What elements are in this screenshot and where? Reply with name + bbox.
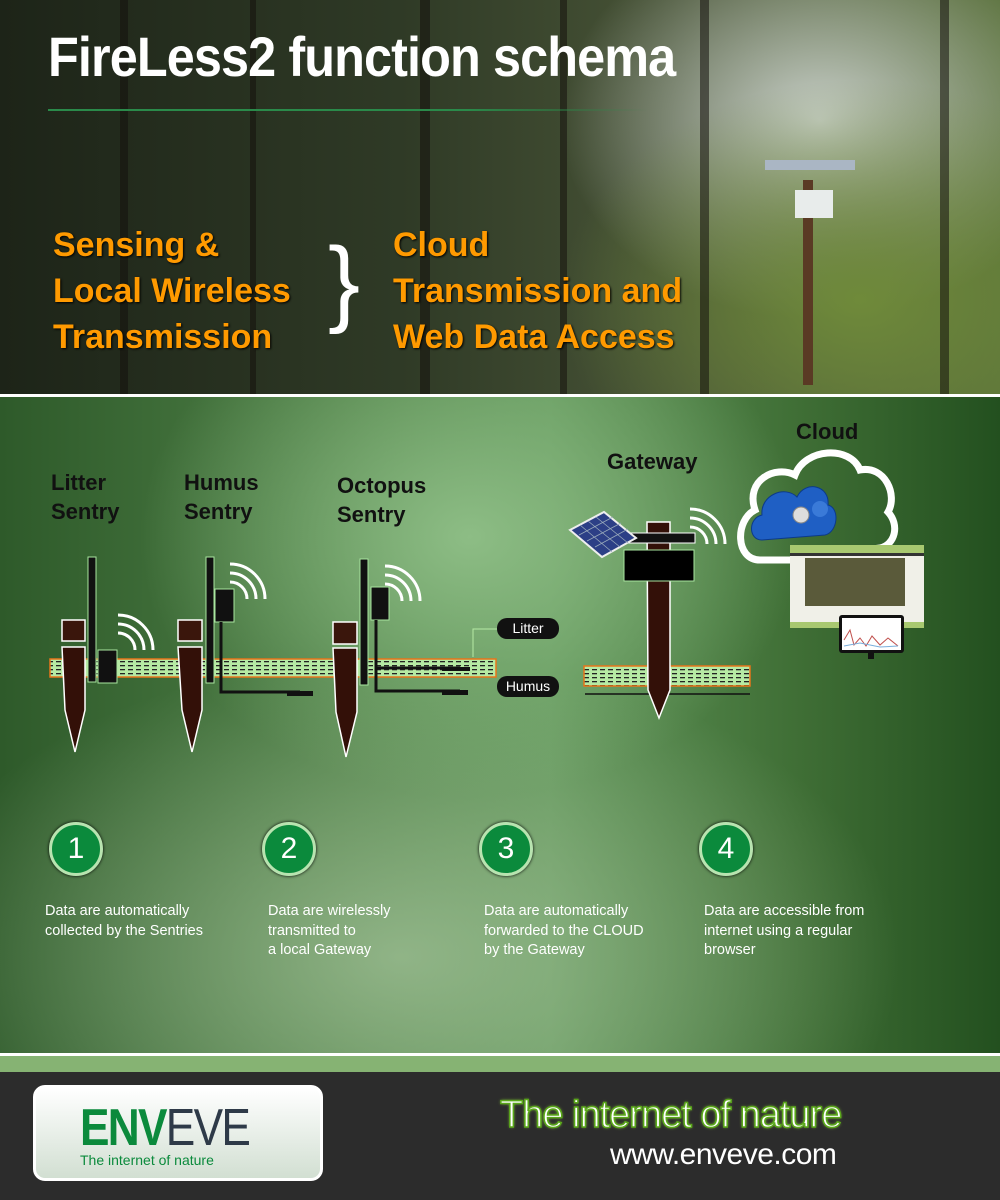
label-line: Sentry xyxy=(184,499,253,524)
brace-symbol: } xyxy=(328,228,361,335)
cloud-outline-icon xyxy=(737,449,899,564)
left-heading-line: Local Wireless xyxy=(53,272,291,310)
page-title: FireLess2 function schema xyxy=(48,25,676,88)
desc-line: internet using a regular xyxy=(704,922,853,939)
website-link[interactable]: www.enveve.com xyxy=(610,1138,837,1171)
desc-line: browser xyxy=(704,942,756,958)
humus-sentry-label: Humus Sentry xyxy=(184,468,259,526)
desc-line: Data are automatically xyxy=(484,903,629,919)
enveve-logo[interactable]: ENVEVE The internet of nature xyxy=(33,1085,323,1181)
right-heading: Cloud Transmission and Web Data Access xyxy=(393,222,682,360)
gateway-photo-pole xyxy=(803,180,813,385)
desc-line: Data are wirelessly xyxy=(268,903,391,919)
desc-line: forwarded to the CLOUD xyxy=(484,922,644,939)
litter-sentry-label: Litter Sentry xyxy=(51,468,119,526)
cloud-label: Cloud xyxy=(796,419,859,444)
label-line: Litter xyxy=(51,470,106,495)
soil-layer-strip xyxy=(49,658,497,678)
litter-tag-connector xyxy=(472,628,497,657)
left-heading-line: Sensing & xyxy=(53,226,220,264)
wireless-signal-icon xyxy=(117,613,155,651)
humus-layer-tag: Humus xyxy=(497,676,559,697)
label-line: Humus xyxy=(184,470,259,495)
desc-line: transmitted to xyxy=(268,922,356,939)
monitor-chart-icon xyxy=(839,615,904,659)
step-4-description: Data are accessible from internet using … xyxy=(704,902,904,961)
step-3-badge: 3 xyxy=(479,822,533,876)
forest-photo-header xyxy=(0,0,1000,395)
logo-env-text: ENV xyxy=(80,1099,167,1157)
label-line: Sentry xyxy=(337,502,406,527)
left-heading: Sensing & Local Wireless Transmission xyxy=(53,222,291,360)
function-diagram-panel xyxy=(0,397,1000,1053)
humus-sentry-device xyxy=(177,556,313,753)
section-divider xyxy=(0,1053,1000,1056)
right-heading-line: Transmission and xyxy=(393,272,683,310)
logo-eve-text: EVE xyxy=(165,1099,251,1157)
right-heading-line: Cloud xyxy=(393,226,490,264)
step-2-description: Data are wirelessly transmitted to a loc… xyxy=(268,902,468,961)
gateway-photo-solar-panel xyxy=(765,160,855,170)
wireless-signal-icon xyxy=(229,562,267,600)
title-divider xyxy=(48,109,648,111)
desc-line: collected by the Sentries xyxy=(45,922,203,939)
left-heading-line: Transmission xyxy=(53,318,273,356)
step-2-badge: 2 xyxy=(262,822,316,876)
web-portal-screenshot xyxy=(790,545,924,628)
litter-layer-tag: Litter xyxy=(497,618,559,639)
label-line: Sentry xyxy=(51,499,120,524)
slogan: The internet of nature xyxy=(499,1093,843,1137)
step-1-badge: 1 xyxy=(49,822,103,876)
desc-line: by the Gateway xyxy=(484,942,585,958)
right-heading-line: Web Data Access xyxy=(393,318,675,356)
desc-line: Data are automatically xyxy=(45,903,190,919)
step-4-badge: 4 xyxy=(699,822,753,876)
gateway-label: Gateway xyxy=(607,449,698,474)
label-line: Octopus xyxy=(337,473,427,498)
section-divider xyxy=(0,394,1000,397)
logo-wordmark: ENVEVE xyxy=(80,1098,251,1158)
step-1-description: Data are automatically collected by the … xyxy=(45,902,245,941)
octopus-sentry-label: Octopus Sentry xyxy=(337,471,426,529)
wireless-signal-icon xyxy=(689,507,727,545)
gateway-photo-box xyxy=(795,190,833,218)
logo-tagline: The internet of nature xyxy=(80,1152,214,1168)
octopus-sentry-device xyxy=(332,558,470,758)
desc-line: Data are accessible from xyxy=(704,903,865,919)
litter-sentry-device xyxy=(61,556,118,753)
desc-line: a local Gateway xyxy=(268,942,372,958)
gateway-device xyxy=(583,521,751,721)
step-3-description: Data are automatically forwarded to the … xyxy=(484,902,684,961)
wireless-signal-icon xyxy=(384,564,422,602)
solar-panel-icon xyxy=(568,510,638,559)
cloud-key-icon xyxy=(751,486,837,541)
green-band xyxy=(0,1056,1000,1072)
